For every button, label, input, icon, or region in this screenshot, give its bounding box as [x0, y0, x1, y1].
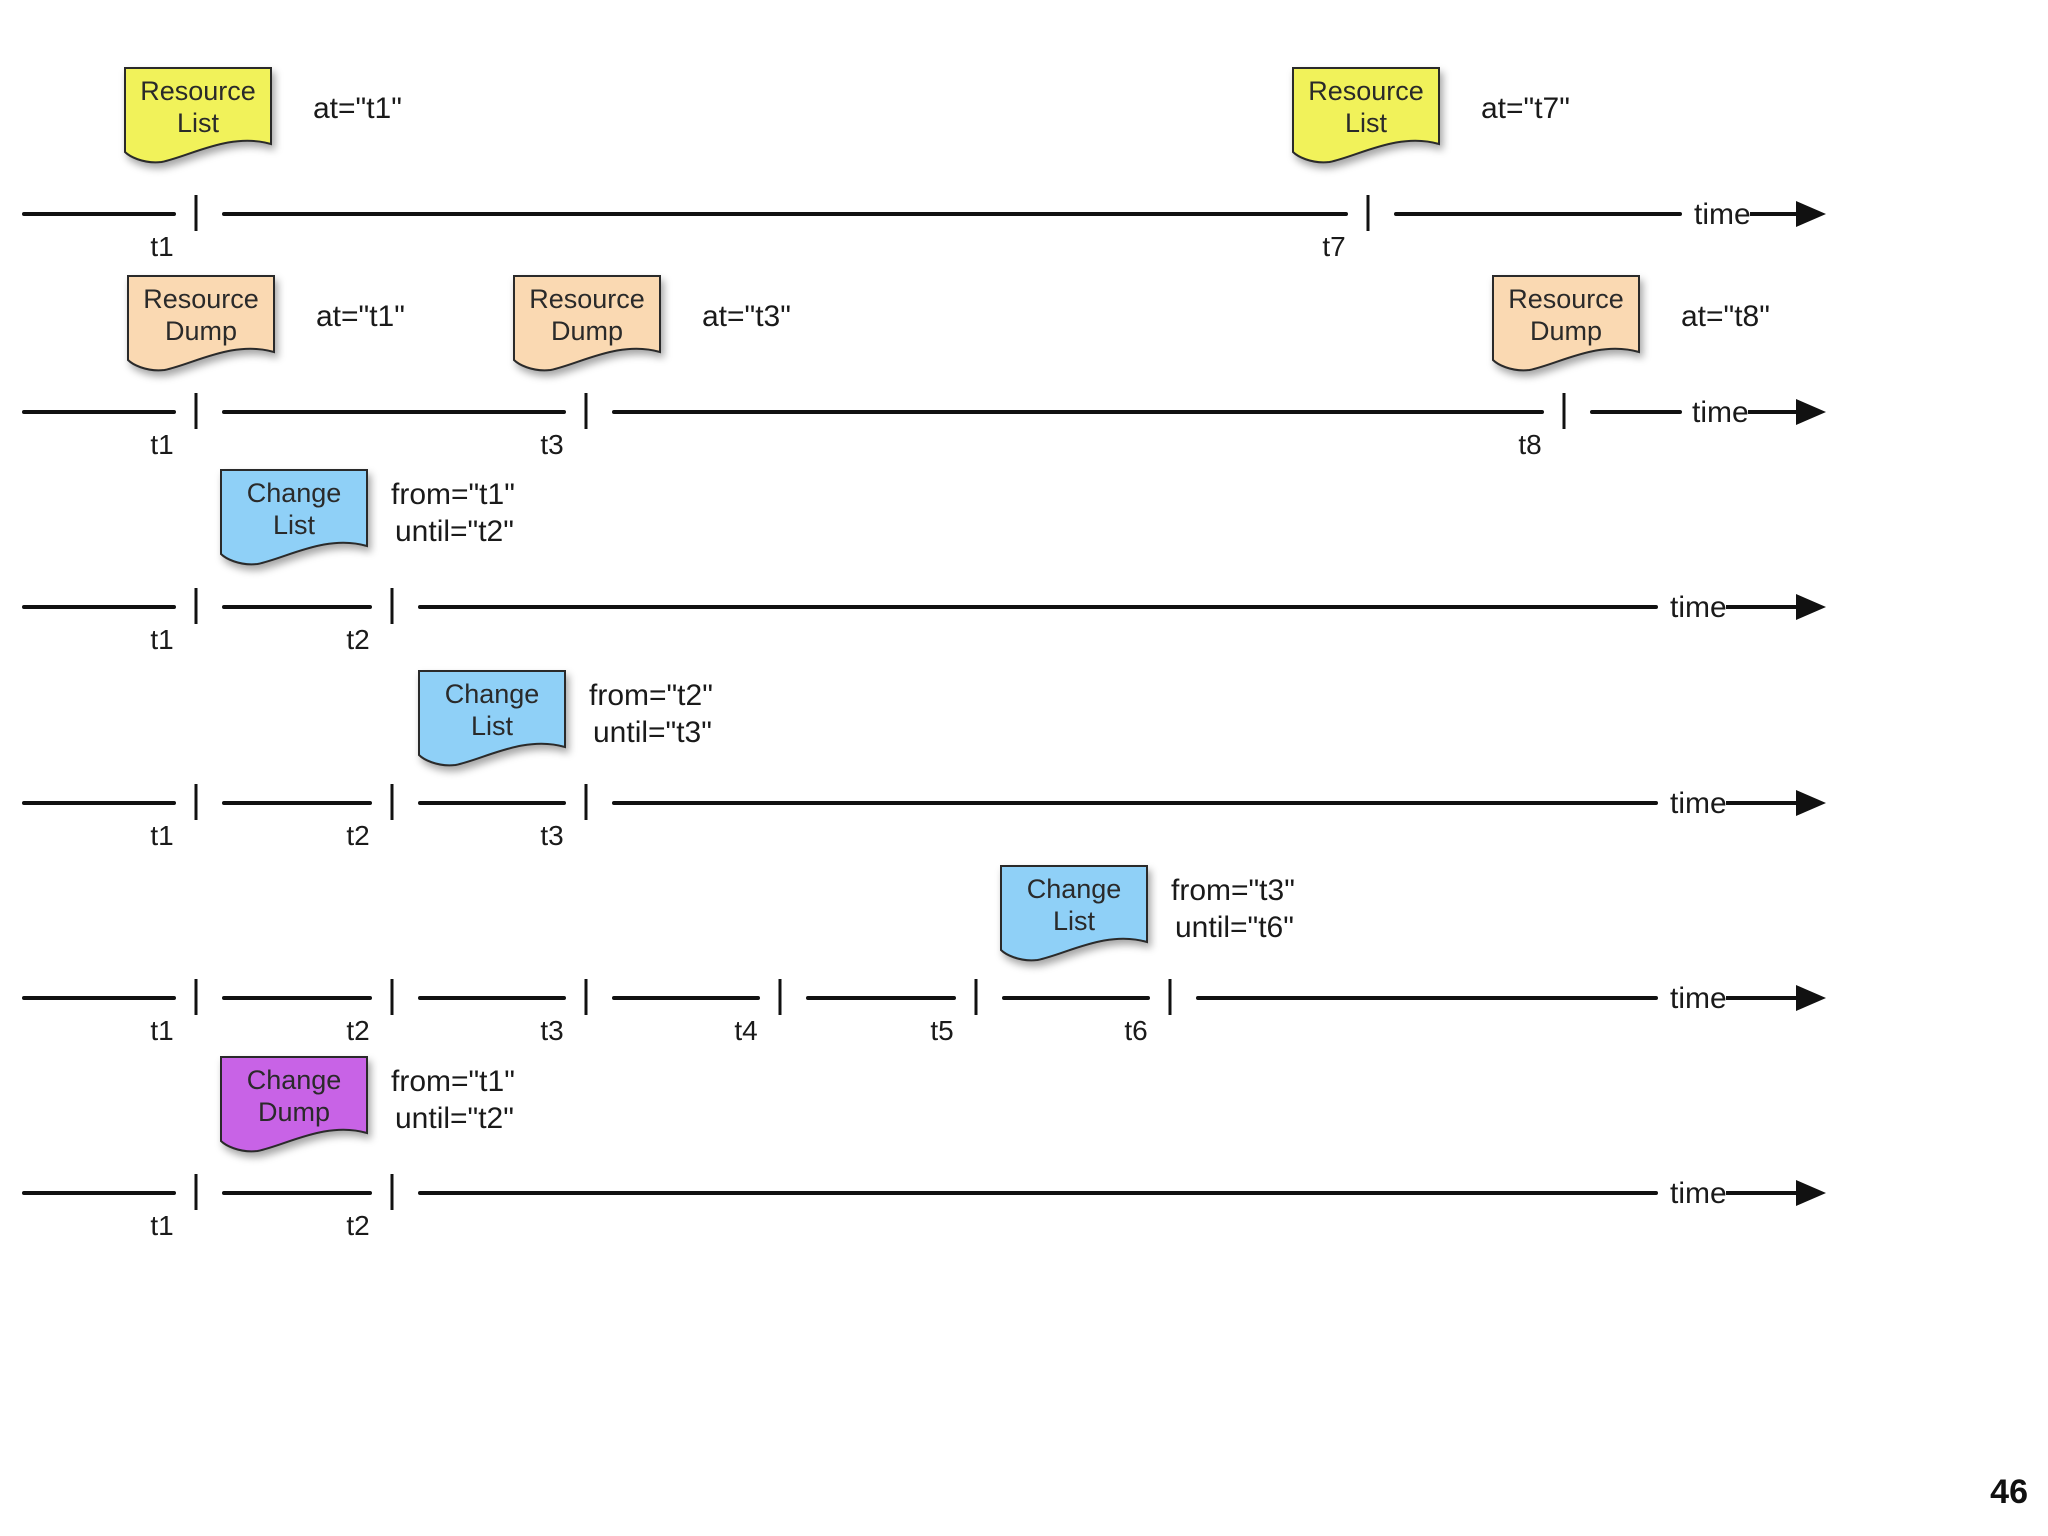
tick-label: t1 [150, 429, 173, 460]
tick-label: t3 [540, 1015, 563, 1046]
tick-label: t4 [734, 1015, 757, 1046]
document-title: Change [247, 1065, 342, 1095]
arrow-head-icon [1796, 985, 1826, 1011]
document-attribute: at="t7" [1481, 92, 1570, 125]
document-title: Change [247, 478, 342, 508]
document-title: Resource [1508, 284, 1624, 314]
document-attribute: from="t2" [589, 679, 713, 712]
tick-label: t3 [540, 820, 563, 851]
tick-label: t2 [346, 1210, 369, 1241]
document-title: Resource [529, 284, 645, 314]
document-attribute: from="t1" [391, 1065, 515, 1098]
document-attribute: until="t2" [395, 1102, 514, 1135]
tick-label: t1 [150, 1015, 173, 1046]
page-number: 46 [1990, 1473, 2028, 1511]
tick-label: t1 [150, 1210, 173, 1241]
tick-label: t7 [1322, 231, 1345, 262]
arrow-head-icon [1796, 1180, 1826, 1206]
time-axis-label: time [1694, 198, 1751, 231]
time-axis-label: time [1670, 591, 1727, 624]
document-title: List [177, 108, 220, 138]
time-axis-label: time [1670, 787, 1727, 820]
tick-label: t6 [1124, 1015, 1147, 1046]
tick-label: t8 [1518, 429, 1541, 460]
arrow-head-icon [1796, 594, 1826, 620]
document-attribute: at="t1" [313, 92, 402, 125]
document-attribute: until="t2" [395, 515, 514, 548]
tick-label: t3 [540, 429, 563, 460]
document-attribute: until="t3" [593, 716, 712, 749]
document-attribute: at="t8" [1681, 300, 1770, 333]
document-title: Resource [1308, 76, 1424, 106]
document-title: Dump [551, 316, 623, 346]
tick-label: t1 [150, 624, 173, 655]
document-title: Dump [258, 1097, 330, 1127]
document-title: Change [1027, 874, 1122, 904]
arrow-head-icon [1796, 201, 1826, 227]
time-axis-label: time [1692, 396, 1749, 429]
document-attribute: until="t6" [1175, 911, 1294, 944]
document-title: Resource [143, 284, 259, 314]
tick-label: t1 [150, 820, 173, 851]
time-axis-label: time [1670, 982, 1727, 1015]
document-attribute: from="t3" [1171, 874, 1295, 907]
tick-label: t2 [346, 1015, 369, 1046]
document-title: List [471, 711, 514, 741]
arrow-head-icon [1796, 399, 1826, 425]
tick-label: t2 [346, 820, 369, 851]
document-title: Change [445, 679, 540, 709]
tick-label: t2 [346, 624, 369, 655]
document-attribute: from="t1" [391, 478, 515, 511]
tick-label: t1 [150, 231, 173, 262]
document-attribute: at="t3" [702, 300, 791, 333]
document-title: List [1345, 108, 1388, 138]
document-title: Dump [1530, 316, 1602, 346]
document-attribute: at="t1" [316, 300, 405, 333]
document-title: List [1053, 906, 1096, 936]
tick-label: t5 [930, 1015, 953, 1046]
time-axis-label: time [1670, 1177, 1727, 1210]
document-title: List [273, 510, 316, 540]
document-title: Dump [165, 316, 237, 346]
arrow-head-icon [1796, 790, 1826, 816]
document-title: Resource [140, 76, 256, 106]
